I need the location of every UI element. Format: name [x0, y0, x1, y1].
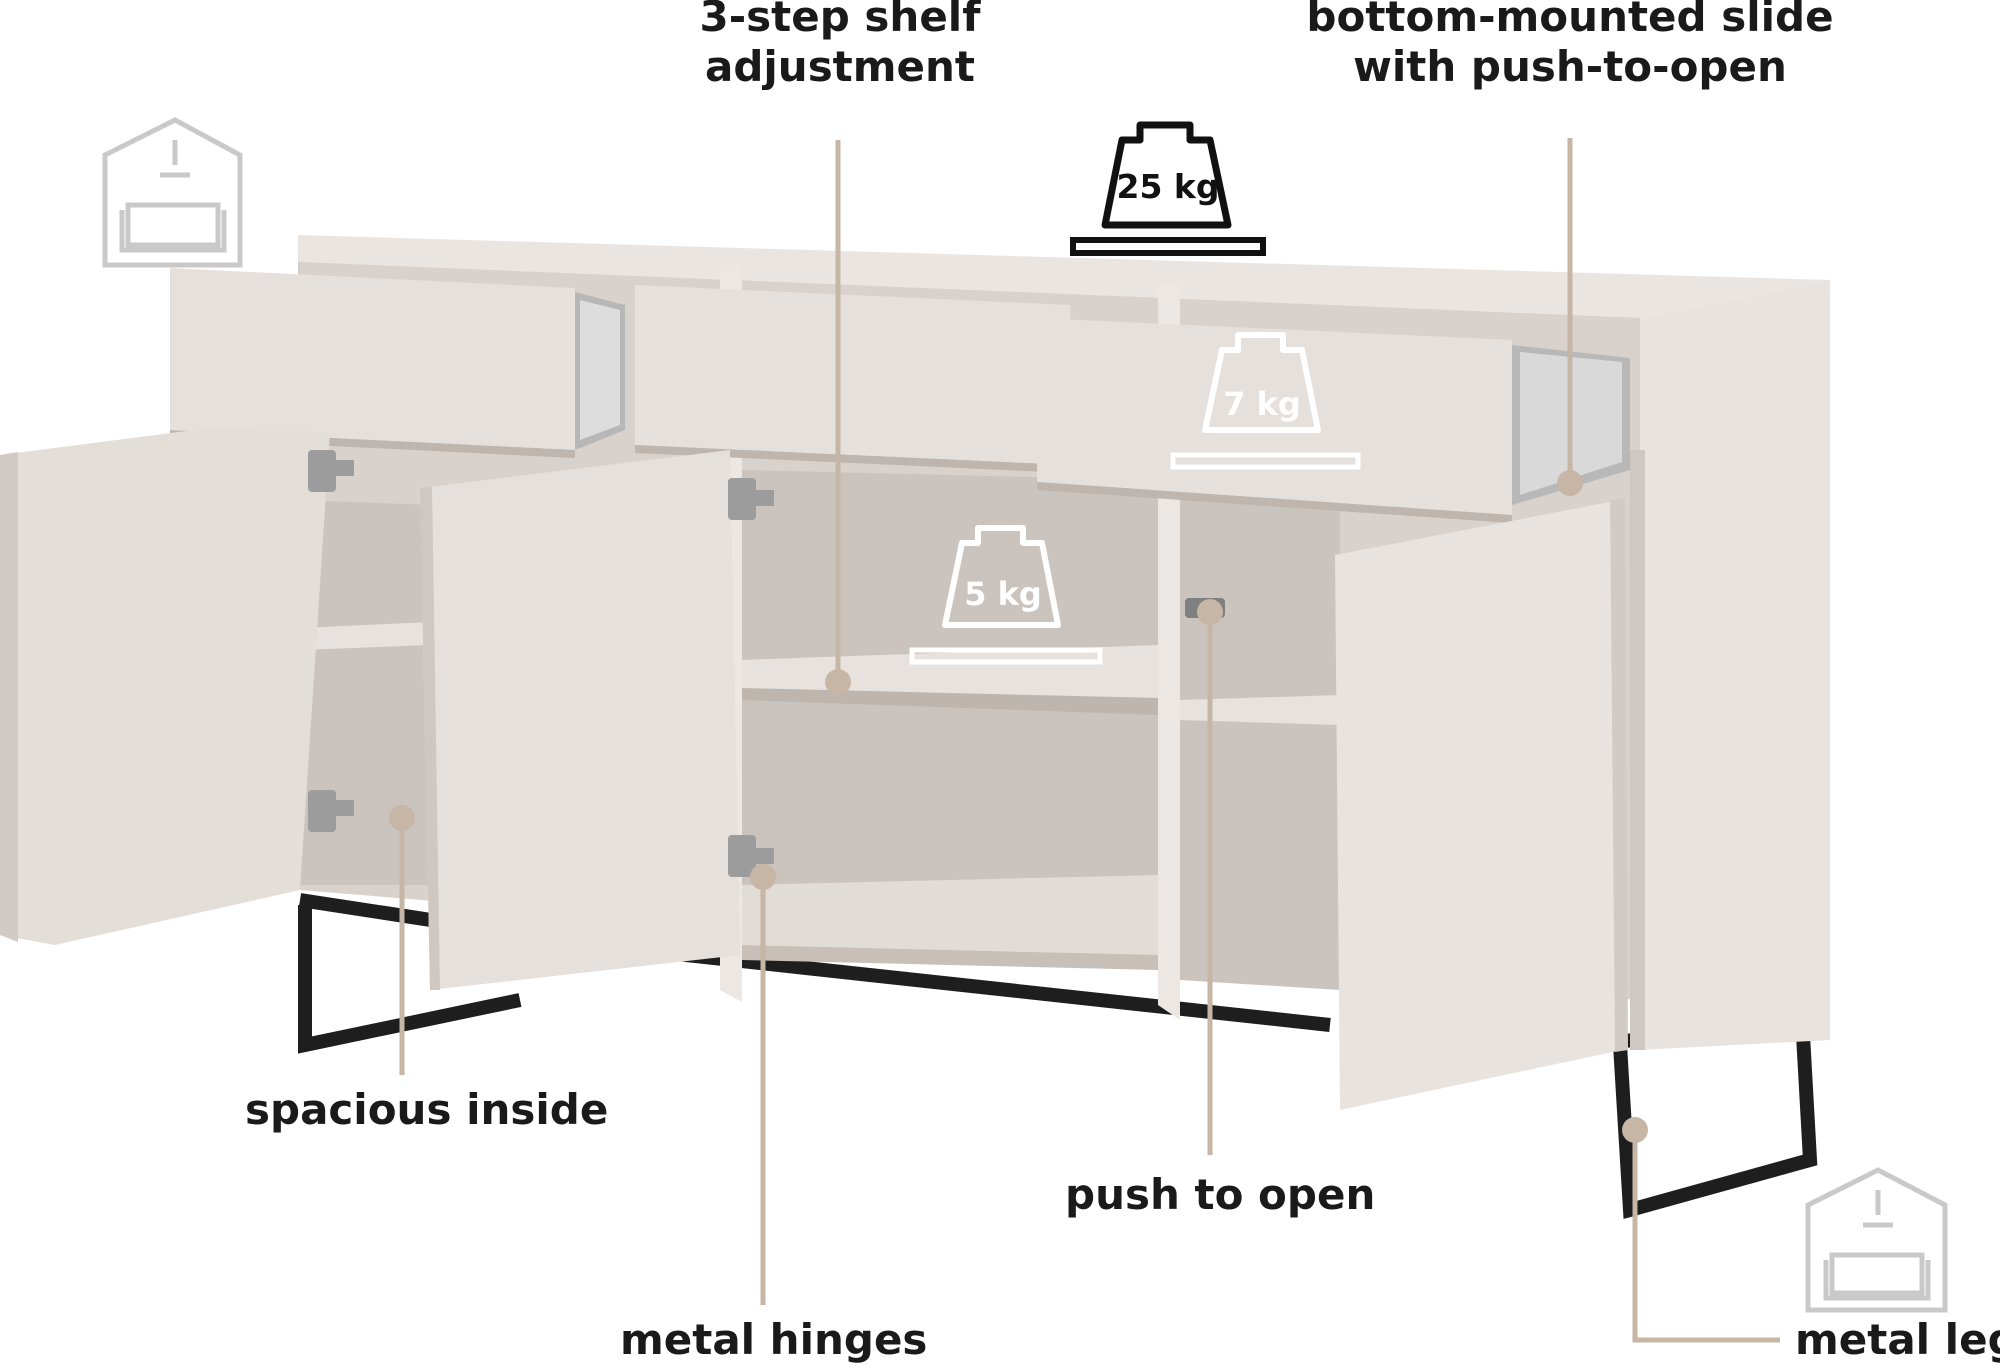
house-sofa-logo-icon — [1805, 1167, 1948, 1313]
weight-shelf-label: 5 kg — [964, 575, 1042, 613]
weight-icon: 7 kg — [1170, 332, 1361, 470]
weight-drawer-label: 7 kg — [1223, 385, 1301, 423]
door-center-left — [420, 450, 740, 990]
label-metal-leg: metal leg — [1795, 1315, 2000, 1364]
weight-top-label: 25 kg — [1117, 167, 1220, 206]
callout-lines — [399, 138, 1780, 1343]
label-bottom-mounted-slide: bottom-mounted slide with push-to-open — [1306, 0, 1834, 91]
door-right — [1335, 500, 1622, 1110]
weight-icon: 25 kg — [1070, 121, 1266, 256]
callout-dots — [389, 470, 1648, 1143]
drawer-middle — [635, 285, 1070, 473]
label-spacious-inside: spacious inside — [245, 1085, 609, 1134]
drawer-right — [1037, 318, 1630, 523]
cabinet-side-panel — [1640, 280, 1830, 1050]
hinge-icon — [308, 450, 774, 877]
shelf — [1180, 695, 1340, 725]
house-sofa-logo-icon — [102, 117, 243, 268]
door-far-left — [0, 428, 330, 945]
label-shelf-adjustment: 3-step shelf adjustment — [699, 0, 981, 91]
cabinet-top — [298, 235, 1830, 318]
label-push-to-open: push to open — [1065, 1170, 1376, 1219]
weight-icon: 5 kg — [909, 525, 1103, 665]
label-metal-hinges: metal hinges — [620, 1315, 928, 1364]
